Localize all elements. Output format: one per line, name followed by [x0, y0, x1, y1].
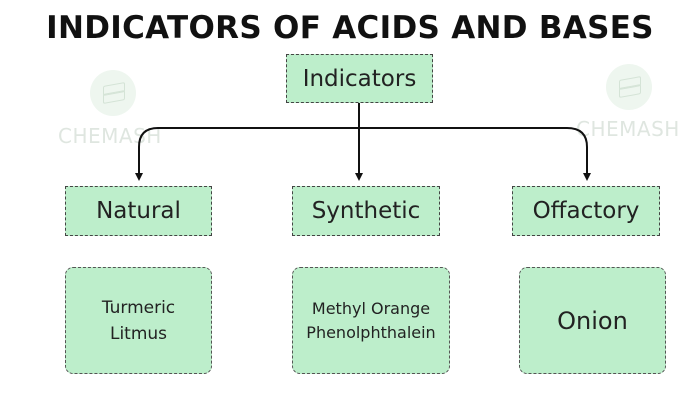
- category-offactory-box: Offactory: [512, 186, 660, 236]
- example-litmus: Litmus: [109, 323, 168, 344]
- examples-synthetic-box: Methyl Orange Phenolphthalein: [292, 267, 450, 374]
- root-label: Indicators: [302, 65, 417, 92]
- arrow-to-offactory: [566, 127, 591, 181]
- category-offactory-label: Offactory: [532, 198, 640, 224]
- watermark-right: CHEMASH: [576, 117, 680, 141]
- category-synthetic-label: Synthetic: [311, 198, 421, 224]
- category-natural-label: Natural: [96, 198, 181, 224]
- watermark-left: CHEMASH: [58, 124, 162, 148]
- example-methyl-orange: Methyl Orange: [311, 298, 431, 318]
- category-natural-box: Natural: [65, 186, 212, 236]
- example-onion: Onion: [557, 306, 628, 335]
- examples-offactory-box: Onion: [519, 267, 666, 374]
- example-turmeric: Turmeric: [101, 297, 176, 318]
- root-indicators-box: Indicators: [286, 54, 433, 103]
- arrow-to-natural: [135, 127, 159, 181]
- page-title: INDICATORS OF ACIDS AND BASES: [46, 10, 654, 46]
- watermark-logo-icon-left: [90, 70, 136, 116]
- watermark-logo-icon-right: [606, 64, 652, 110]
- category-synthetic-box: Synthetic: [292, 186, 440, 236]
- examples-natural-box: Turmeric Litmus: [65, 267, 212, 374]
- example-phenolphthalein: Phenolphthalein: [306, 322, 436, 342]
